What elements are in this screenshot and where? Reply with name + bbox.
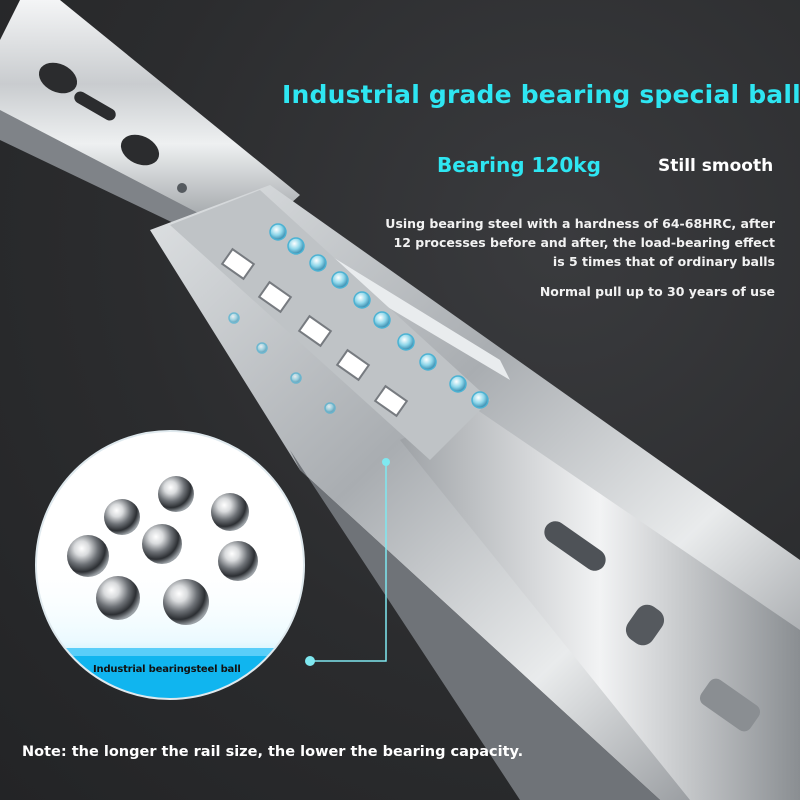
ball-retainer <box>170 190 490 460</box>
description-line: 12 processes before and after, the load-… <box>393 235 775 250</box>
description: Using bearing steel with a hardness of 6… <box>355 214 775 271</box>
inner-rail <box>400 405 800 800</box>
rail-slot <box>544 521 606 571</box>
mounting-hole <box>38 62 78 94</box>
inset-caption: Industrial bearingsteel ball <box>93 664 241 675</box>
mounting-slot <box>74 91 116 121</box>
rail-stopper <box>699 678 761 732</box>
steel-ball <box>211 493 249 531</box>
headline: Industrial grade bearing special ball <box>282 80 800 109</box>
description-line: is 5 times that of ordinary balls <box>552 254 775 269</box>
bearing-ball-inset <box>35 430 305 700</box>
steel-ball <box>163 579 209 625</box>
callout-line <box>312 462 387 662</box>
steel-ball <box>218 541 258 581</box>
steel-balls <box>67 476 258 625</box>
steel-ball <box>158 476 194 512</box>
steel-ball <box>67 535 109 577</box>
steel-ball <box>96 576 140 620</box>
mounting-hole <box>120 134 160 166</box>
lifespan: Normal pull up to 30 years of use <box>539 284 775 299</box>
steel-ball <box>142 524 182 564</box>
load-capacity: Bearing 120kg <box>437 153 601 177</box>
rail-balls <box>228 223 489 414</box>
tagline: Still smooth <box>658 156 774 176</box>
callout-dot <box>382 458 390 466</box>
footnote: Note: the longer the rail size, the lowe… <box>22 744 524 760</box>
callout-dot <box>305 656 315 666</box>
description-line: Using bearing steel with a hardness of 6… <box>385 216 775 231</box>
steel-ball <box>104 499 140 535</box>
